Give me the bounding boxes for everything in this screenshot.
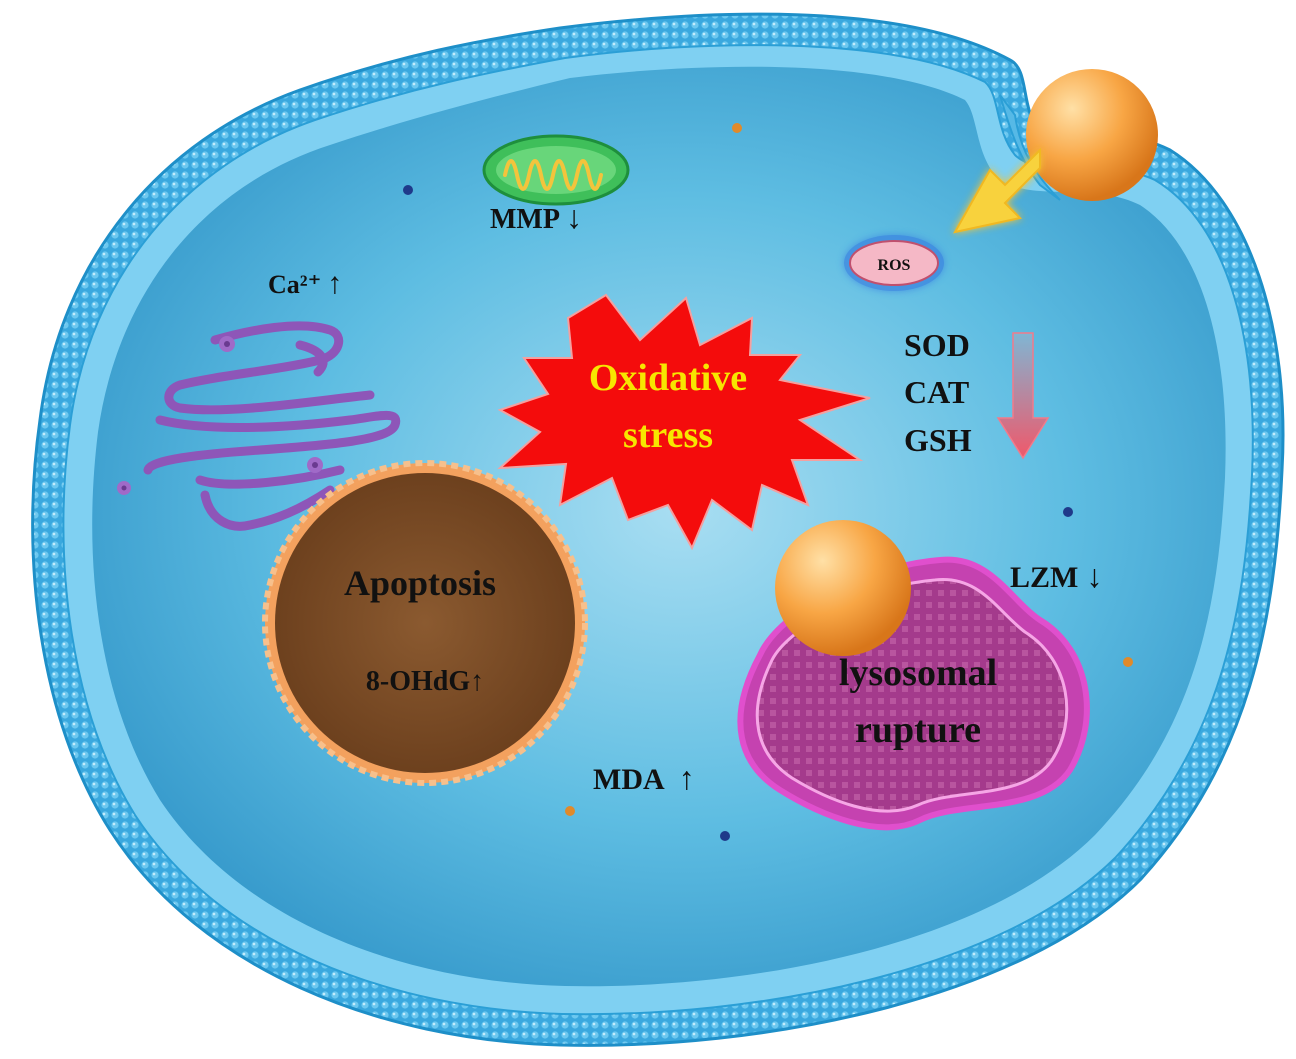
mda-text: MDA bbox=[593, 763, 665, 796]
mitochondrion bbox=[482, 134, 630, 206]
ohdg-label: 8-OHdG↑ bbox=[366, 666, 484, 697]
apoptosis-label: Apoptosis bbox=[344, 563, 496, 603]
ca-label: Ca²⁺↑ bbox=[268, 267, 342, 300]
oxidative-label-line1: Oxidative bbox=[589, 357, 747, 399]
mmp-label: MMP↓ bbox=[490, 199, 582, 235]
oxidative-label-line2: stress bbox=[623, 414, 713, 456]
nanoparticle-entering bbox=[1026, 69, 1158, 201]
ca-arrow: ↑ bbox=[327, 267, 342, 300]
lzm-arrow: ↓ bbox=[1086, 558, 1102, 594]
mda-arrow: ↑ bbox=[679, 760, 695, 796]
particle-dot bbox=[403, 185, 413, 195]
lysosome-label-line2: rupture bbox=[855, 709, 981, 751]
enzyme-gsh: GSH bbox=[904, 422, 972, 458]
lysosome-label-line1: lysosomal bbox=[839, 652, 997, 694]
enzyme-cat: CAT bbox=[904, 374, 969, 410]
particle-dot bbox=[1063, 507, 1073, 517]
nanoparticle-lysosome bbox=[775, 520, 911, 656]
endoplasmic-reticulum bbox=[143, 321, 401, 531]
particle-dot bbox=[565, 806, 575, 816]
particle-dot bbox=[720, 831, 730, 841]
ros-label: ROS bbox=[878, 257, 911, 274]
uptake-arrow bbox=[953, 147, 1041, 234]
lzm-text: LZM bbox=[1010, 561, 1078, 594]
nucleus bbox=[262, 460, 588, 786]
mmp-arrow: ↓ bbox=[566, 199, 582, 235]
lzm-label: LZM↓ bbox=[1010, 558, 1102, 594]
particle-dot bbox=[1123, 657, 1133, 667]
particle-dot bbox=[732, 123, 742, 133]
ros-bubble bbox=[844, 235, 944, 291]
enzyme-sod: SOD bbox=[904, 327, 970, 363]
endocytosis-channel bbox=[999, 94, 1061, 201]
er-vesicles bbox=[117, 336, 323, 495]
enzyme-decrease-arrow bbox=[996, 332, 1050, 460]
mda-label: MDA ↑ bbox=[593, 760, 695, 796]
mmp-text: MMP bbox=[490, 204, 560, 235]
ca-text: Ca²⁺ bbox=[268, 270, 321, 299]
oxidative-stress-burst bbox=[497, 293, 871, 551]
